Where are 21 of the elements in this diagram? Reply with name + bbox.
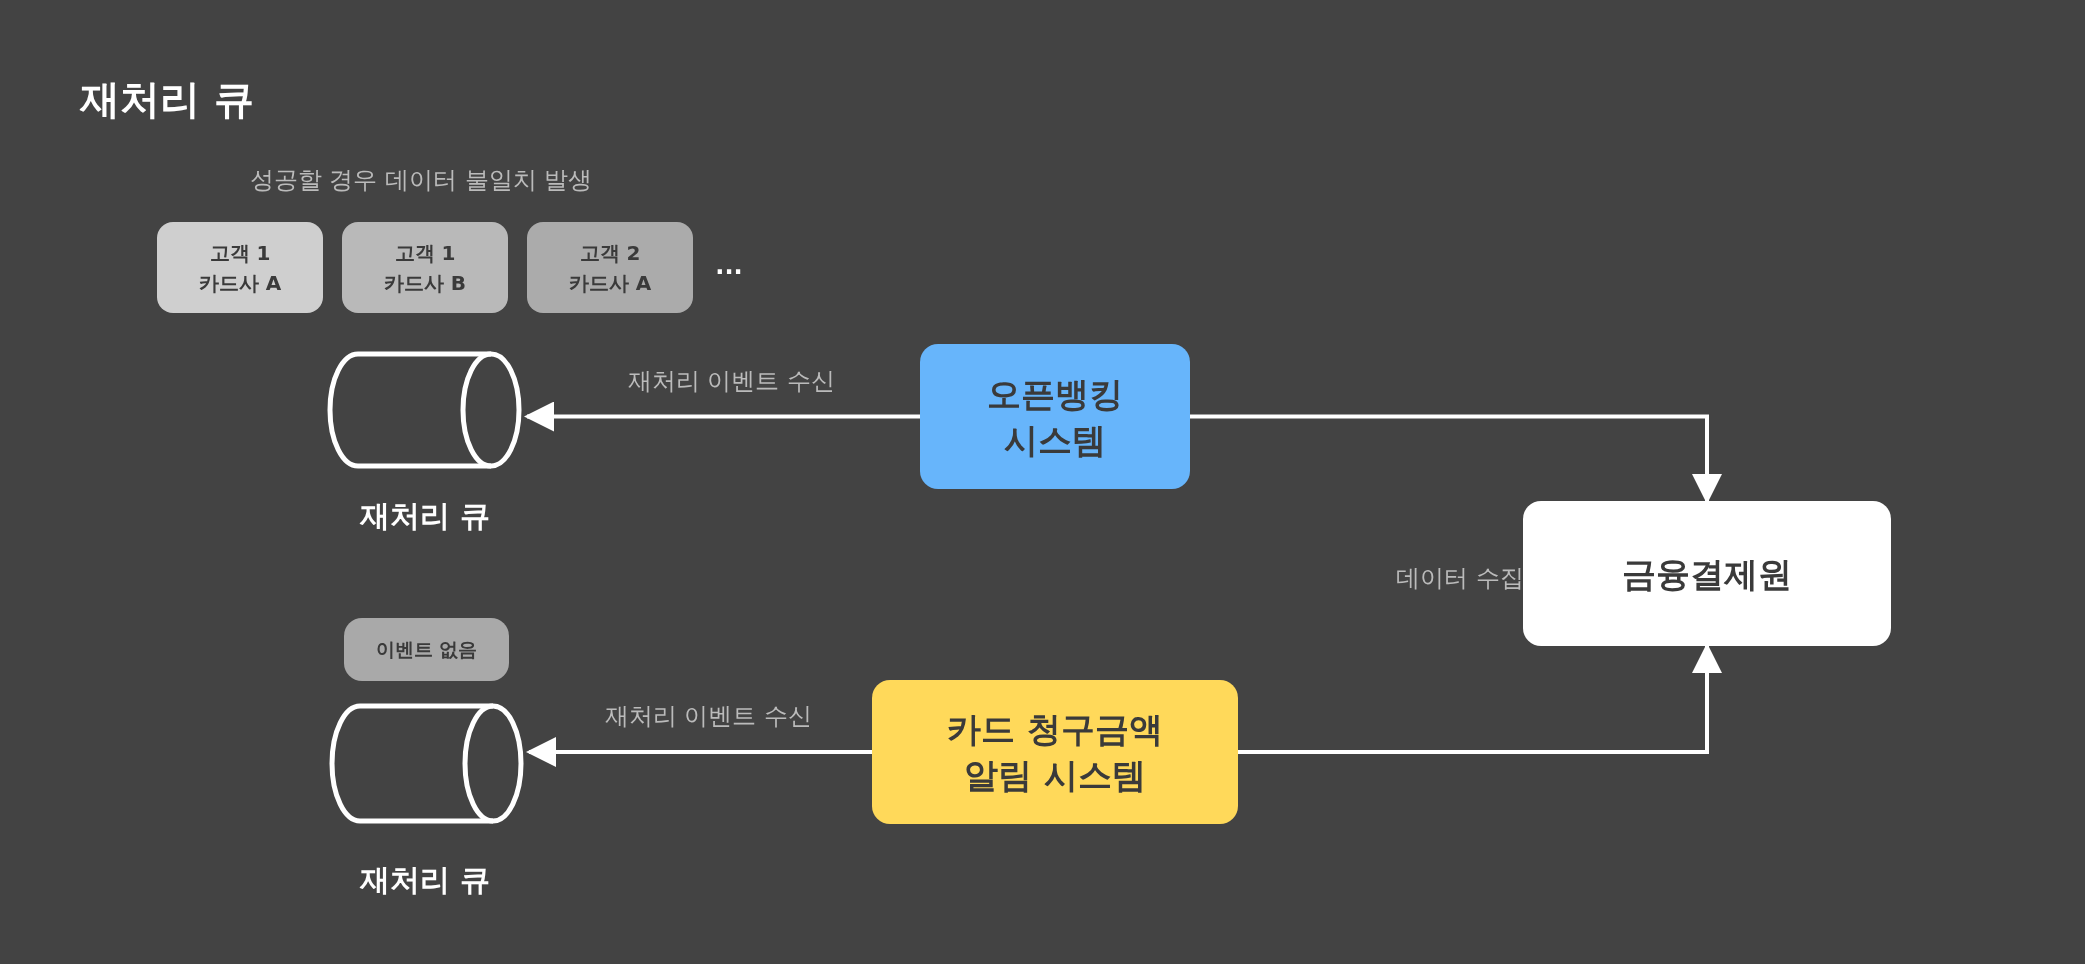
arrow [1190,414,1722,504]
system-box: 오픈뱅킹 시스템 [920,344,1190,489]
queue-cylinder [328,702,525,825]
system-box: 카드 청구금액 알림 시스템 [872,680,1238,824]
system-box: 금융결제원 [1523,501,1891,646]
arrow [526,737,872,767]
edge-label: 재처리 이벤트 수신 [604,701,813,732]
queue-cylinder [326,350,523,470]
node-label: 데이터 수집 [1396,563,1524,594]
queue-label: 재처리 큐 [359,860,491,899]
record-card: 고객 1 카드사 B [342,222,508,313]
record-card: 고객 2 카드사 A [527,222,693,313]
ellipsis: ... [715,252,743,280]
edge-label: 재처리 이벤트 수신 [627,365,836,397]
record-card: 고객 1 카드사 A [157,222,323,313]
note: 성공할 경우 데이터 불일치 발생 [249,165,593,196]
title: 재처리 큐 [80,75,254,124]
arrow [524,401,920,432]
queue-label: 재처리 큐 [359,496,491,535]
status-badge: 이벤트 없음 [344,618,509,681]
arrow [1238,643,1722,754]
